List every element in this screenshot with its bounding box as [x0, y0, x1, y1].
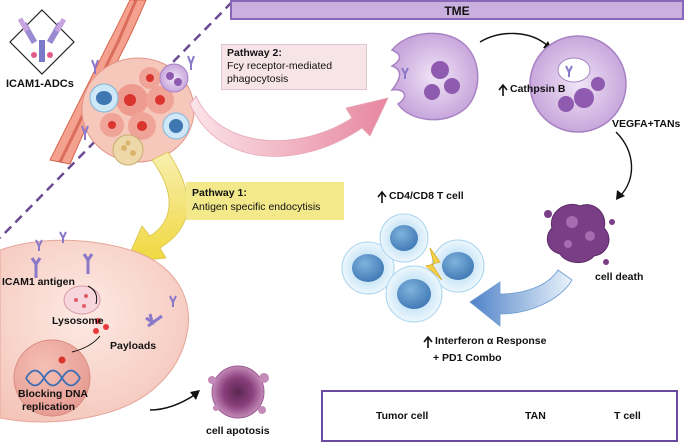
pathway2-box — [221, 44, 367, 90]
icam1-antigen-label: ICAM1 antigen — [2, 276, 75, 288]
interferon-label: Interferon α Response — [435, 335, 547, 347]
arrow-to-apoptosis — [149, 393, 197, 411]
arrow-to-cathepsin-cell — [479, 32, 549, 47]
t-cell-cluster — [341, 213, 485, 323]
pathway1-title: Pathway 1: — [192, 187, 247, 199]
phagocytic-tan-cell — [390, 32, 479, 121]
arrow-to-cell-death — [615, 131, 633, 197]
tme-header-bar: TME — [230, 0, 684, 20]
apoptosis-label: cell apotosis — [206, 425, 270, 437]
lightning-icon — [425, 247, 443, 281]
tcell-label: CD4/CD8 T cell — [389, 190, 464, 202]
pathway1-arrow — [125, 151, 189, 263]
up-arrow-tcell — [377, 190, 387, 203]
vegfa-label: VEGFA+TANs — [612, 118, 681, 130]
dying-tumor-cell — [544, 204, 615, 265]
target-tumor-cell — [0, 231, 190, 423]
legend-box — [321, 390, 678, 442]
pd1-label: + PD1 Combo — [433, 352, 502, 364]
blocking-line2: replication — [22, 401, 76, 413]
legend-tumor-label: Tumor cell — [376, 410, 429, 422]
pathway2-title: Pathway 2: — [227, 47, 282, 59]
legend-tan-label: TAN — [525, 410, 546, 422]
adc-label: ICAM1-ADCs — [6, 78, 74, 90]
payloads-label: Payloads — [110, 340, 157, 352]
pathway1-line1: Antigen specific endocytisis — [192, 201, 321, 213]
cell-death-label: cell death — [595, 271, 644, 283]
adc-antibody-icon — [9, 9, 75, 75]
arrowhead-2 — [616, 190, 625, 200]
activated-tan-cell — [529, 35, 627, 133]
interferon-arrow — [469, 269, 573, 327]
pathway2-line1: Fcy receptor-mediated — [227, 60, 333, 72]
arrowhead-3 — [190, 390, 200, 400]
lysosome-label: Lysosome — [52, 315, 104, 327]
up-arrow-cathepsin — [498, 83, 508, 96]
tme-label: TME — [444, 4, 470, 18]
blocking-line1: Blocking DNA — [18, 388, 89, 400]
pathway2-line2: phagocytosis — [227, 73, 289, 85]
pathway2-arrow — [189, 95, 389, 157]
pathway1-box — [186, 182, 344, 220]
cathepsin-label: Cathpsin B — [510, 83, 566, 95]
up-arrow-interferon — [423, 335, 433, 348]
apoptotic-cell — [208, 365, 269, 419]
tumor-mass — [81, 55, 195, 166]
legend-tcell-label: T cell — [614, 410, 641, 422]
